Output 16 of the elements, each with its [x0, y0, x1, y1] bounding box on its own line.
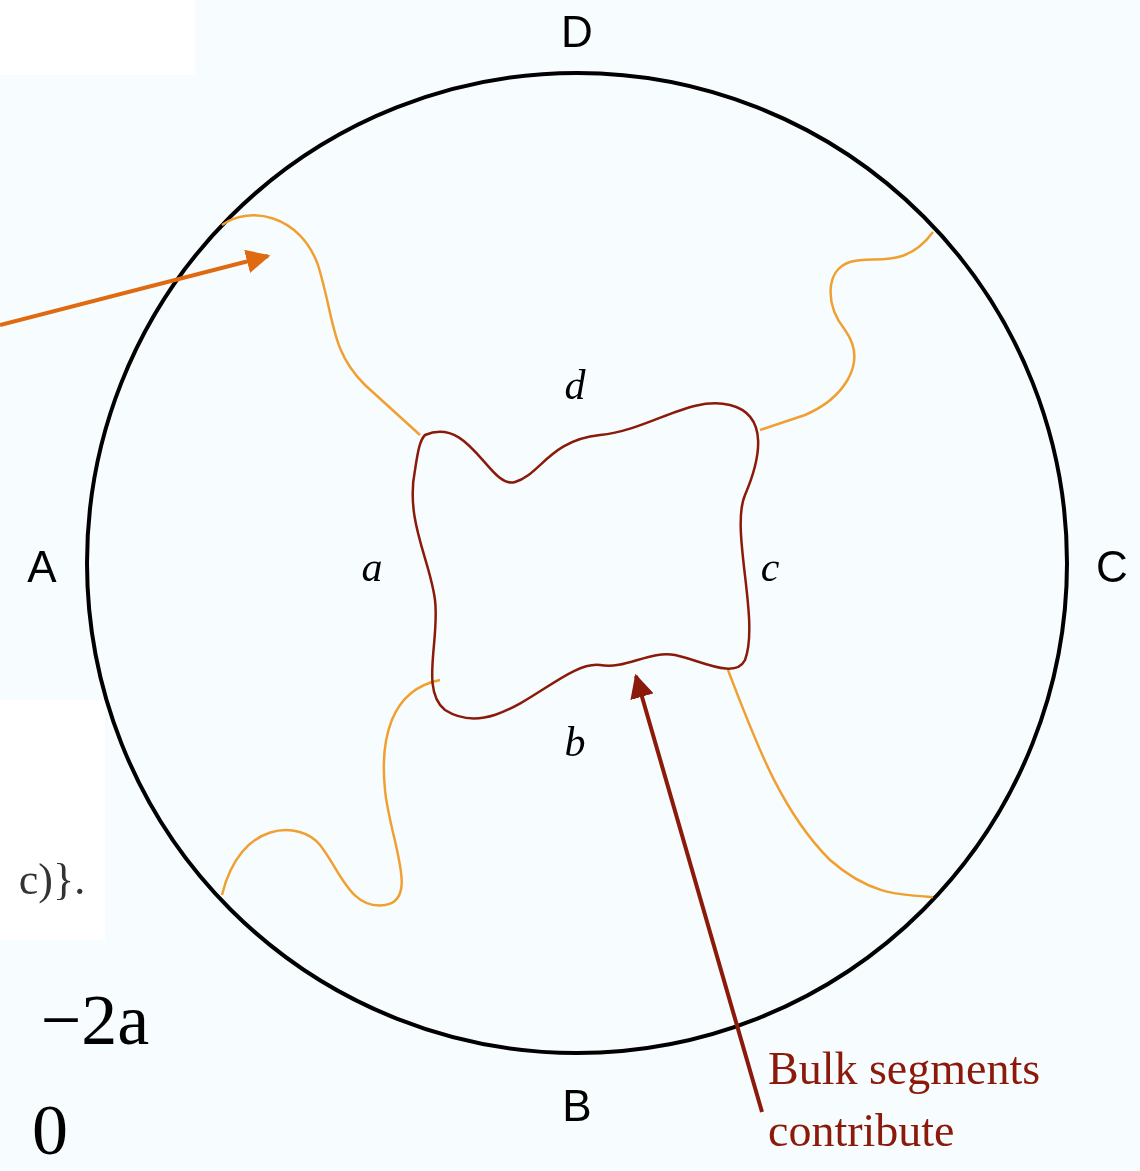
formula-fragment: −2a [40, 984, 150, 1056]
formula-fragment: c)}. [18, 858, 86, 902]
point-label: D [561, 10, 593, 54]
arrow [630, 673, 764, 1113]
annotation-text: Bulk segments contribute [768, 1038, 1138, 1162]
point-label: A [27, 545, 57, 589]
arrow [0, 249, 271, 327]
point-label: B [562, 1084, 592, 1128]
segment-label: c [760, 546, 780, 588]
segment-label: b [564, 721, 586, 763]
segment-label: a [361, 546, 383, 588]
formula-fragment: 0 [32, 1094, 68, 1166]
loop-curve [411, 402, 760, 720]
curve [221, 214, 421, 436]
point-label: C [1096, 545, 1128, 589]
segment-label: d [564, 364, 586, 406]
